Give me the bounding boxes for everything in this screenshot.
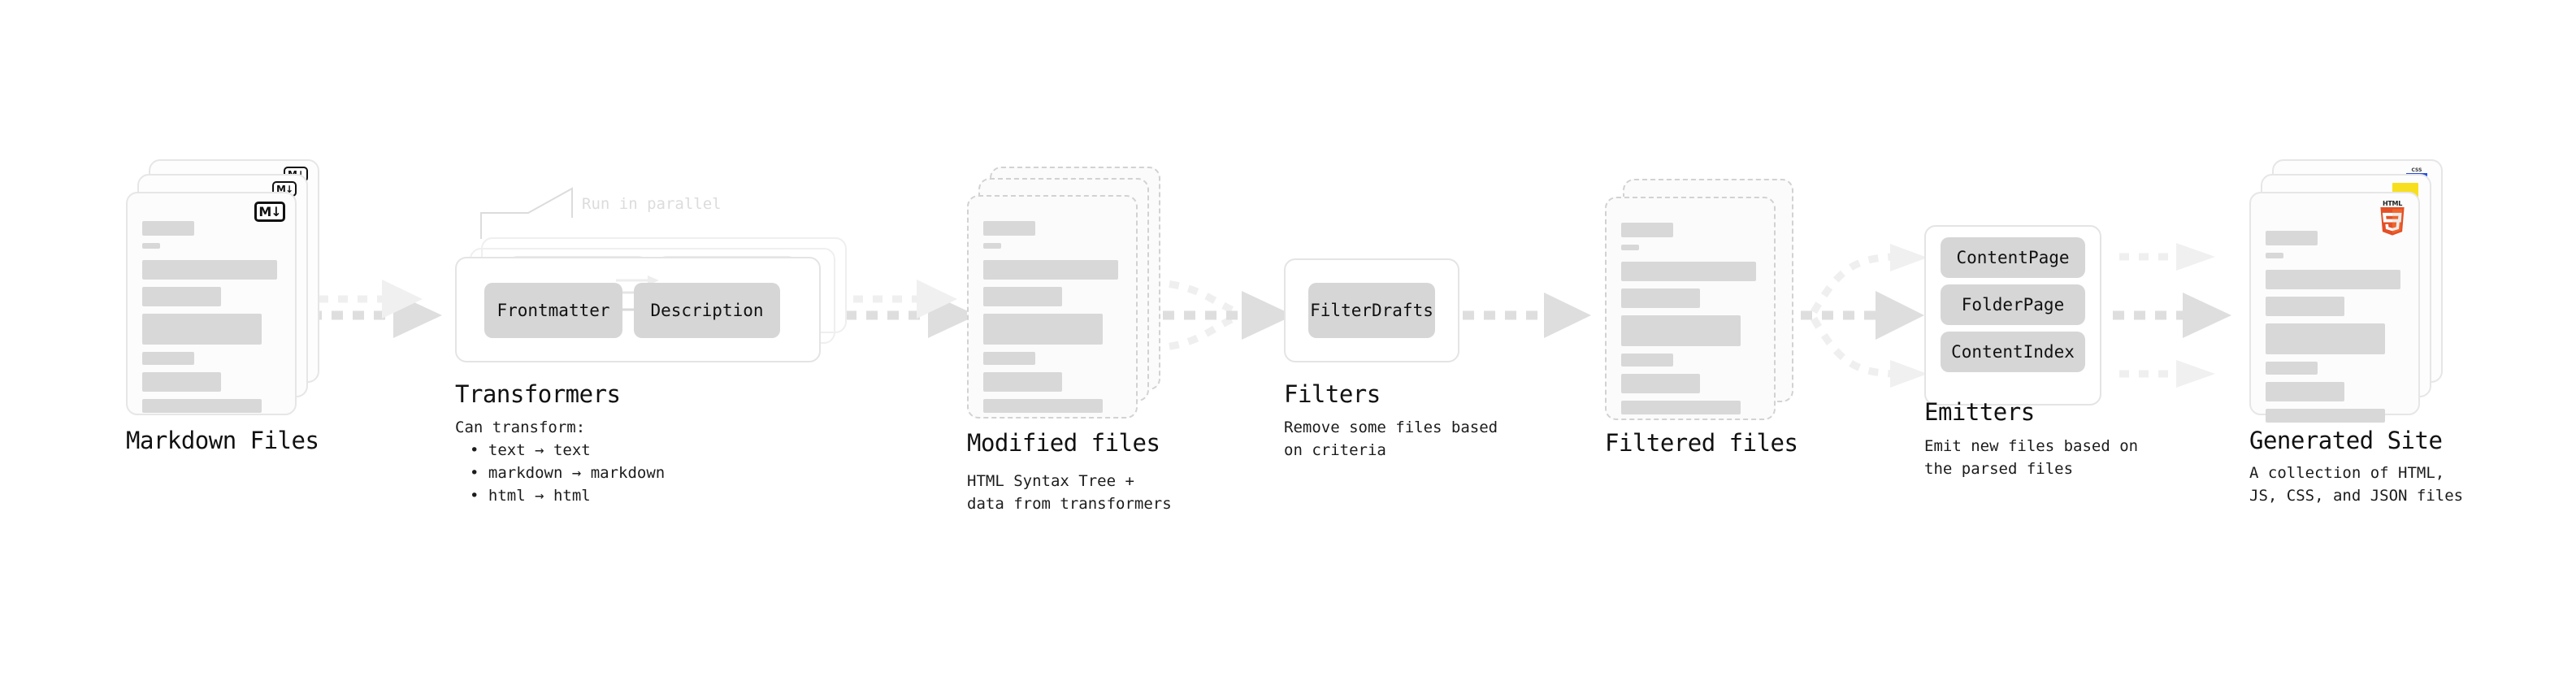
- markdown-icon: M↓: [254, 202, 285, 222]
- modified-card-front[interactable]: [967, 195, 1138, 419]
- html5-word: HTML: [2382, 200, 2402, 207]
- content-bar: [1621, 223, 1673, 237]
- filter-node-filterdrafts[interactable]: FilterDrafts: [1308, 283, 1435, 338]
- content-bar: [2266, 231, 2318, 245]
- content-bar: [1621, 374, 1700, 393]
- markdown-icon-letter: M: [275, 183, 286, 195]
- stage-title-modified-files: Modified files: [967, 429, 1160, 457]
- content-bar: [142, 287, 221, 306]
- filtered-card-front[interactable]: [1605, 197, 1776, 420]
- generated-card-content: [2266, 231, 2404, 430]
- emitter-node-folderpage[interactable]: FolderPage: [1941, 284, 2085, 325]
- filtered-card-content: [1621, 223, 1759, 422]
- content-bar: [983, 372, 1062, 392]
- content-bar: [2266, 270, 2400, 289]
- content-bar: [1621, 315, 1741, 346]
- stage-desc-transformers: Can transform:: [455, 419, 586, 436]
- stage-desc-filters: Remove some files based on criteria: [1284, 419, 1498, 459]
- content-bar: [2266, 382, 2344, 401]
- stage-title-markdown-files: Markdown Files: [126, 427, 319, 454]
- generated-card-front[interactable]: HTML: [2249, 192, 2420, 423]
- bullet-text: markdown → markdown: [488, 464, 666, 482]
- connector-markdown-to-transformers: [310, 280, 442, 338]
- content-bar: [1621, 262, 1756, 281]
- stage-title-filters: Filters: [1284, 380, 1381, 408]
- content-bar: [142, 221, 194, 236]
- html5-icon: HTML: [2376, 200, 2409, 237]
- content-bar: [142, 399, 262, 413]
- markdown-card-front[interactable]: M↓: [126, 192, 297, 415]
- run-in-parallel-annotation: Run in parallel: [582, 195, 722, 213]
- modified-card-content: [983, 221, 1121, 420]
- stage-title-generated-site: Generated Site: [2249, 427, 2443, 454]
- content-bar: [983, 287, 1062, 306]
- content-bar: [2266, 409, 2385, 423]
- content-bar: [983, 314, 1103, 345]
- connector-modified-to-filters: [1142, 279, 1294, 352]
- run-in-parallel-leader: [480, 187, 573, 239]
- transformers-bullet-0: • text → text: [470, 441, 591, 459]
- bullet-text: html → html: [488, 487, 591, 505]
- bullet-text: text → text: [488, 441, 591, 459]
- content-bar: [983, 243, 1001, 249]
- transformer-node-frontmatter[interactable]: Frontmatter: [484, 283, 622, 338]
- html5-shield: [2380, 207, 2405, 236]
- content-bar: [2266, 362, 2318, 375]
- markdown-card-content: [142, 221, 280, 420]
- stage-title-emitters: Emitters: [1924, 398, 2035, 426]
- content-bar: [2266, 253, 2283, 258]
- content-bar: [1621, 288, 1700, 308]
- connector-filters-to-filtered: [1463, 293, 1591, 338]
- stage-title-transformers: Transformers: [455, 380, 621, 408]
- content-bar: [983, 221, 1035, 236]
- connector-transformers-to-modified: [845, 280, 977, 338]
- content-bar: [142, 372, 221, 392]
- content-bar: [2266, 297, 2344, 316]
- stage-desc-emitters: Emit new files based on the parsed files: [1924, 437, 2139, 478]
- emitter-node-contentpage[interactable]: ContentPage: [1941, 237, 2085, 278]
- content-bar: [983, 260, 1118, 280]
- css-label: CSS: [2411, 167, 2422, 173]
- transformer-node-description[interactable]: Description: [634, 283, 780, 338]
- content-bar: [142, 352, 194, 365]
- stage-desc-generated-site: A collection of HTML, JS, CSS, and JSON …: [2249, 464, 2464, 505]
- content-bar: [983, 399, 1103, 413]
- content-bar: [142, 260, 277, 280]
- stage-desc-modified-files: HTML Syntax Tree + data from transformer…: [967, 472, 1172, 513]
- connector-emitters-to-site: [2113, 243, 2231, 388]
- content-bar: [1621, 245, 1639, 250]
- transformers-bullet-2: • html → html: [470, 487, 591, 505]
- content-bar: [1621, 354, 1673, 367]
- transformers-bullet-1: • markdown → markdown: [470, 464, 666, 482]
- content-bar: [983, 352, 1035, 365]
- markdown-icon-letter: M: [258, 203, 271, 219]
- content-bar: [1621, 401, 1741, 414]
- content-bar: [2266, 323, 2385, 354]
- content-bar: [142, 314, 262, 345]
- stage-title-filtered-files: Filtered files: [1605, 429, 1798, 457]
- content-bar: [142, 243, 160, 249]
- emitter-node-contentindex[interactable]: ContentIndex: [1941, 332, 2085, 372]
- connector-filtered-to-emitters: [1780, 244, 1928, 388]
